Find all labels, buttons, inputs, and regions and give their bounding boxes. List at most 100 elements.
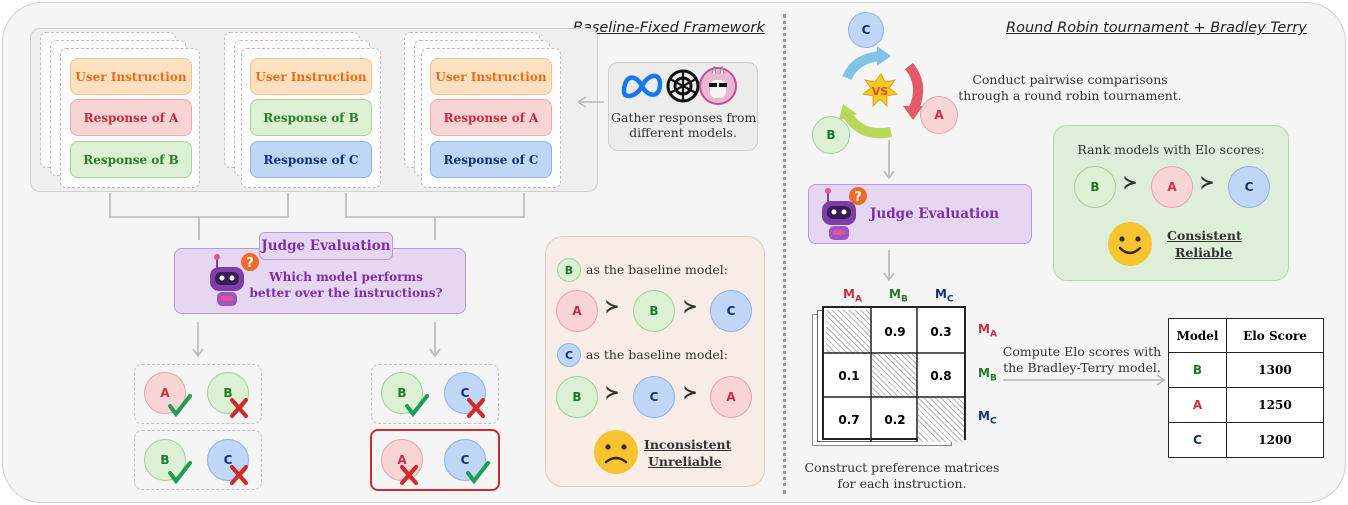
model-a-circle: A bbox=[1151, 166, 1193, 208]
response-card: Response of A bbox=[430, 99, 552, 136]
response-card: Response of B bbox=[250, 99, 372, 136]
svg-text:?: ? bbox=[246, 256, 254, 271]
rank-title: Rank models with Elo scores: bbox=[1077, 142, 1265, 157]
matrix-col-label-b: MB bbox=[889, 287, 908, 305]
check-icon bbox=[168, 394, 192, 418]
model-a-circle: A bbox=[710, 376, 752, 418]
vs-burst-icon bbox=[861, 73, 899, 108]
check-icon bbox=[168, 461, 192, 485]
construct-text-line2: for each instruction. bbox=[837, 476, 967, 491]
matrix-cell-diagonal bbox=[826, 310, 872, 354]
model-c-circle-small: C bbox=[557, 343, 581, 367]
matrix-row-label-b: MB bbox=[978, 366, 997, 384]
matrix-grid bbox=[824, 308, 964, 442]
model-b-circle-small: B bbox=[557, 258, 581, 282]
model-b-circle: B bbox=[633, 290, 675, 332]
matrix-col-label-c: MC bbox=[935, 287, 954, 305]
judge-evaluation-title-right: Judge Evaluation bbox=[870, 206, 1000, 222]
result-marks-ab bbox=[168, 394, 248, 418]
svg-text:?: ? bbox=[854, 190, 862, 205]
result-box-ac-highlight bbox=[370, 429, 500, 491]
check-icon bbox=[466, 461, 490, 485]
model-a-circle: A bbox=[920, 96, 958, 134]
llama-avatar-icon bbox=[699, 66, 737, 105]
succ-symbol: ≻ bbox=[1123, 173, 1138, 193]
matrix-row-label-a: MA bbox=[978, 322, 997, 340]
matrix-cell: 0.1 bbox=[838, 369, 860, 383]
happy-face-icon bbox=[1108, 222, 1152, 266]
consistent-label: Consistent bbox=[1167, 228, 1242, 243]
table-row: A 1250 bbox=[1168, 387, 1324, 423]
model-c-circle: C bbox=[848, 12, 884, 48]
model-c-circle: C bbox=[633, 376, 675, 418]
table-cell-model: A bbox=[1168, 387, 1227, 423]
construct-text-line1: Construct preference matrices bbox=[804, 460, 1000, 475]
table-row: C 1200 bbox=[1168, 422, 1324, 458]
response-card: Response of B bbox=[70, 141, 192, 178]
succ-symbol: ≻ bbox=[683, 297, 698, 317]
inconsistent-label: Inconsistent bbox=[644, 437, 732, 452]
result-marks-bc2 bbox=[405, 394, 485, 418]
response-card: Response of C bbox=[430, 141, 552, 178]
openai-logo-icon bbox=[666, 69, 700, 103]
right-section-title: Round Robin tournament + Bradley Terry bbox=[1006, 20, 1307, 36]
user-instruction-card: User Instruction bbox=[250, 58, 372, 95]
table-cell-score: 1300 bbox=[1226, 352, 1324, 388]
gather-text-line2: different models. bbox=[629, 125, 737, 140]
baseline-c-label: as the baseline model: bbox=[586, 347, 728, 362]
succ-symbol: ≻ bbox=[605, 383, 620, 403]
user-instruction-card: User Instruction bbox=[70, 58, 192, 95]
matrix-cell-diagonal bbox=[872, 354, 918, 398]
matrix-cell-diagonal bbox=[918, 398, 964, 442]
matrix-cell: 0.9 bbox=[884, 325, 906, 339]
result-box-bc bbox=[134, 430, 262, 490]
compute-text-line1: Compute Elo scores with bbox=[1002, 344, 1162, 359]
preference-matrix: 0.9 0.3 0.1 0.8 0.7 0.2 bbox=[822, 306, 966, 442]
judge-question-line1: Which model performs bbox=[269, 270, 423, 284]
response-card: Response of A bbox=[70, 99, 192, 136]
matrix-cell: 0.2 bbox=[884, 413, 906, 427]
table-header: Elo Score bbox=[1226, 318, 1324, 353]
baseline-b-label: as the baseline model: bbox=[586, 262, 728, 277]
round-robin-cycle: VS bbox=[839, 46, 924, 139]
judge-question-line2: better over the instructions? bbox=[249, 286, 443, 300]
cross-icon bbox=[400, 465, 418, 485]
table-row: B 1300 bbox=[1168, 352, 1324, 388]
meta-logo-icon bbox=[621, 73, 663, 99]
check-icon bbox=[405, 394, 429, 418]
robot-judge-icon: ? bbox=[822, 187, 867, 240]
result-box-bc2 bbox=[371, 364, 499, 424]
pairwise-text-line2: through a round robin tournament. bbox=[958, 88, 1182, 103]
section-divider bbox=[783, 14, 786, 494]
left-connectors bbox=[109, 96, 604, 358]
elo-score-table: Model Elo Score B 1300 A 1250 C 1200 bbox=[1168, 318, 1324, 458]
cross-icon bbox=[230, 465, 248, 485]
table-cell-score: 1250 bbox=[1226, 387, 1324, 423]
vs-text: VS bbox=[872, 85, 889, 98]
response-card: Response of C bbox=[250, 141, 372, 178]
compute-text-line2: the Bradley-Terry model. bbox=[1003, 360, 1161, 375]
cross-icon bbox=[230, 398, 248, 418]
model-c-circle: C bbox=[1228, 166, 1270, 208]
result-marks-bc bbox=[168, 461, 248, 485]
table-cell-score: 1200 bbox=[1226, 422, 1324, 458]
baseline-panel bbox=[545, 236, 765, 487]
succ-symbol: ≻ bbox=[605, 297, 620, 317]
unreliable-label: Unreliable bbox=[648, 454, 722, 469]
judge-evaluation-title: Judge Evaluation bbox=[259, 232, 393, 260]
matrix-col-label-a: MA bbox=[843, 287, 862, 305]
user-instruction-card: User Instruction bbox=[430, 58, 552, 95]
model-a-circle: A bbox=[556, 290, 598, 332]
reliable-label: Reliable bbox=[1175, 245, 1233, 260]
result-marks-ac bbox=[400, 461, 490, 485]
sad-face-icon bbox=[594, 430, 638, 474]
matrix-row-label-c: MC bbox=[978, 409, 997, 427]
model-c-circle: C bbox=[207, 439, 249, 481]
model-c-circle: C bbox=[710, 290, 752, 332]
pairwise-text-line1: Conduct pairwise comparisons bbox=[972, 72, 1168, 87]
table-cell-model: C bbox=[1168, 422, 1227, 458]
result-box-ab bbox=[134, 364, 262, 424]
cross-icon bbox=[467, 398, 485, 418]
table-cell-model: B bbox=[1168, 352, 1227, 388]
matrix-cell: 0.8 bbox=[930, 369, 952, 383]
